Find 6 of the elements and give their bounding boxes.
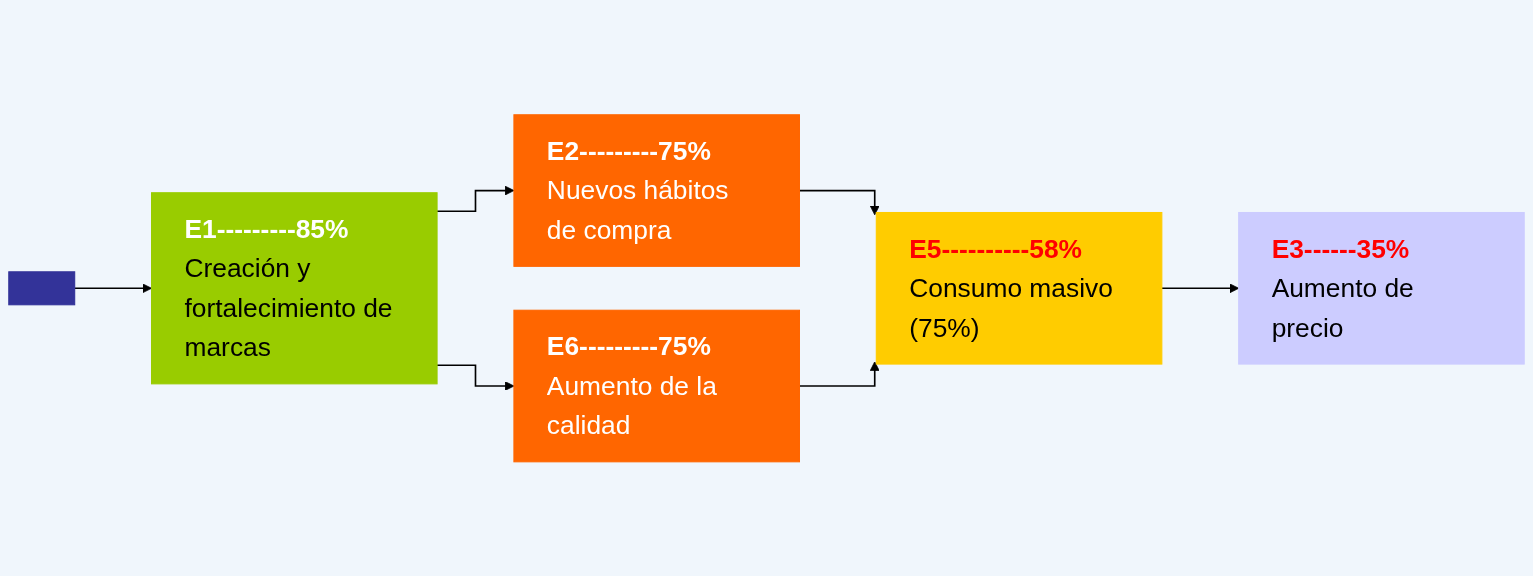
node-box: E6---------75% Aumento de la calidad bbox=[513, 309, 800, 463]
node-box: E1---------85% Creación y fortalecimiento de marcas bbox=[151, 191, 438, 385]
node-box bbox=[8, 270, 76, 305]
node-box: E5----------58% Consumo masivo (75%) bbox=[875, 211, 1163, 365]
node-box: E2---------75% Nuevos hábitos de compra bbox=[513, 113, 800, 267]
node-box: E3------35% Aumento de precio bbox=[1238, 211, 1525, 365]
